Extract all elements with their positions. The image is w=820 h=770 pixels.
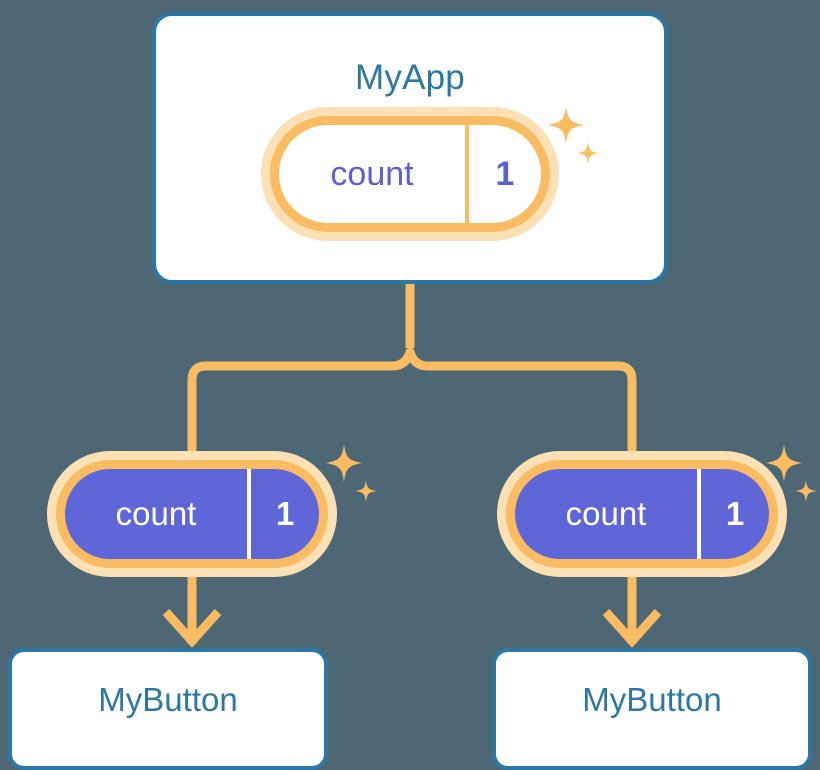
arrow-right-head [602, 608, 662, 648]
component-label: MyButton [582, 681, 722, 718]
state-key: count [330, 154, 414, 193]
component-card-mybutton-left[interactable]: MyButton [8, 648, 328, 770]
sparkle-icon [795, 480, 817, 502]
state-pill: count 1 [506, 460, 778, 568]
state-value: 1 [697, 469, 769, 559]
state-pill-child-right[interactable]: count 1 [506, 460, 778, 568]
state-value: 1 [465, 125, 541, 223]
component-label: MyButton [98, 681, 238, 718]
arrow-left-head [162, 608, 222, 648]
state-value: 1 [247, 469, 319, 559]
component-card-mybutton-right[interactable]: MyButton [492, 648, 812, 770]
page-title: MyApp [355, 58, 465, 97]
sparkle-icon [326, 444, 362, 482]
state-pill-child-left[interactable]: count 1 [56, 460, 328, 568]
state-key: count [565, 495, 647, 532]
state-pill: count 1 [56, 460, 328, 568]
sparkle-icon [355, 480, 377, 502]
state-pill: count 1 [270, 116, 550, 232]
state-key: count [115, 495, 197, 532]
connector-branch [187, 347, 637, 460]
state-pill-root[interactable]: count 1 [270, 116, 550, 232]
